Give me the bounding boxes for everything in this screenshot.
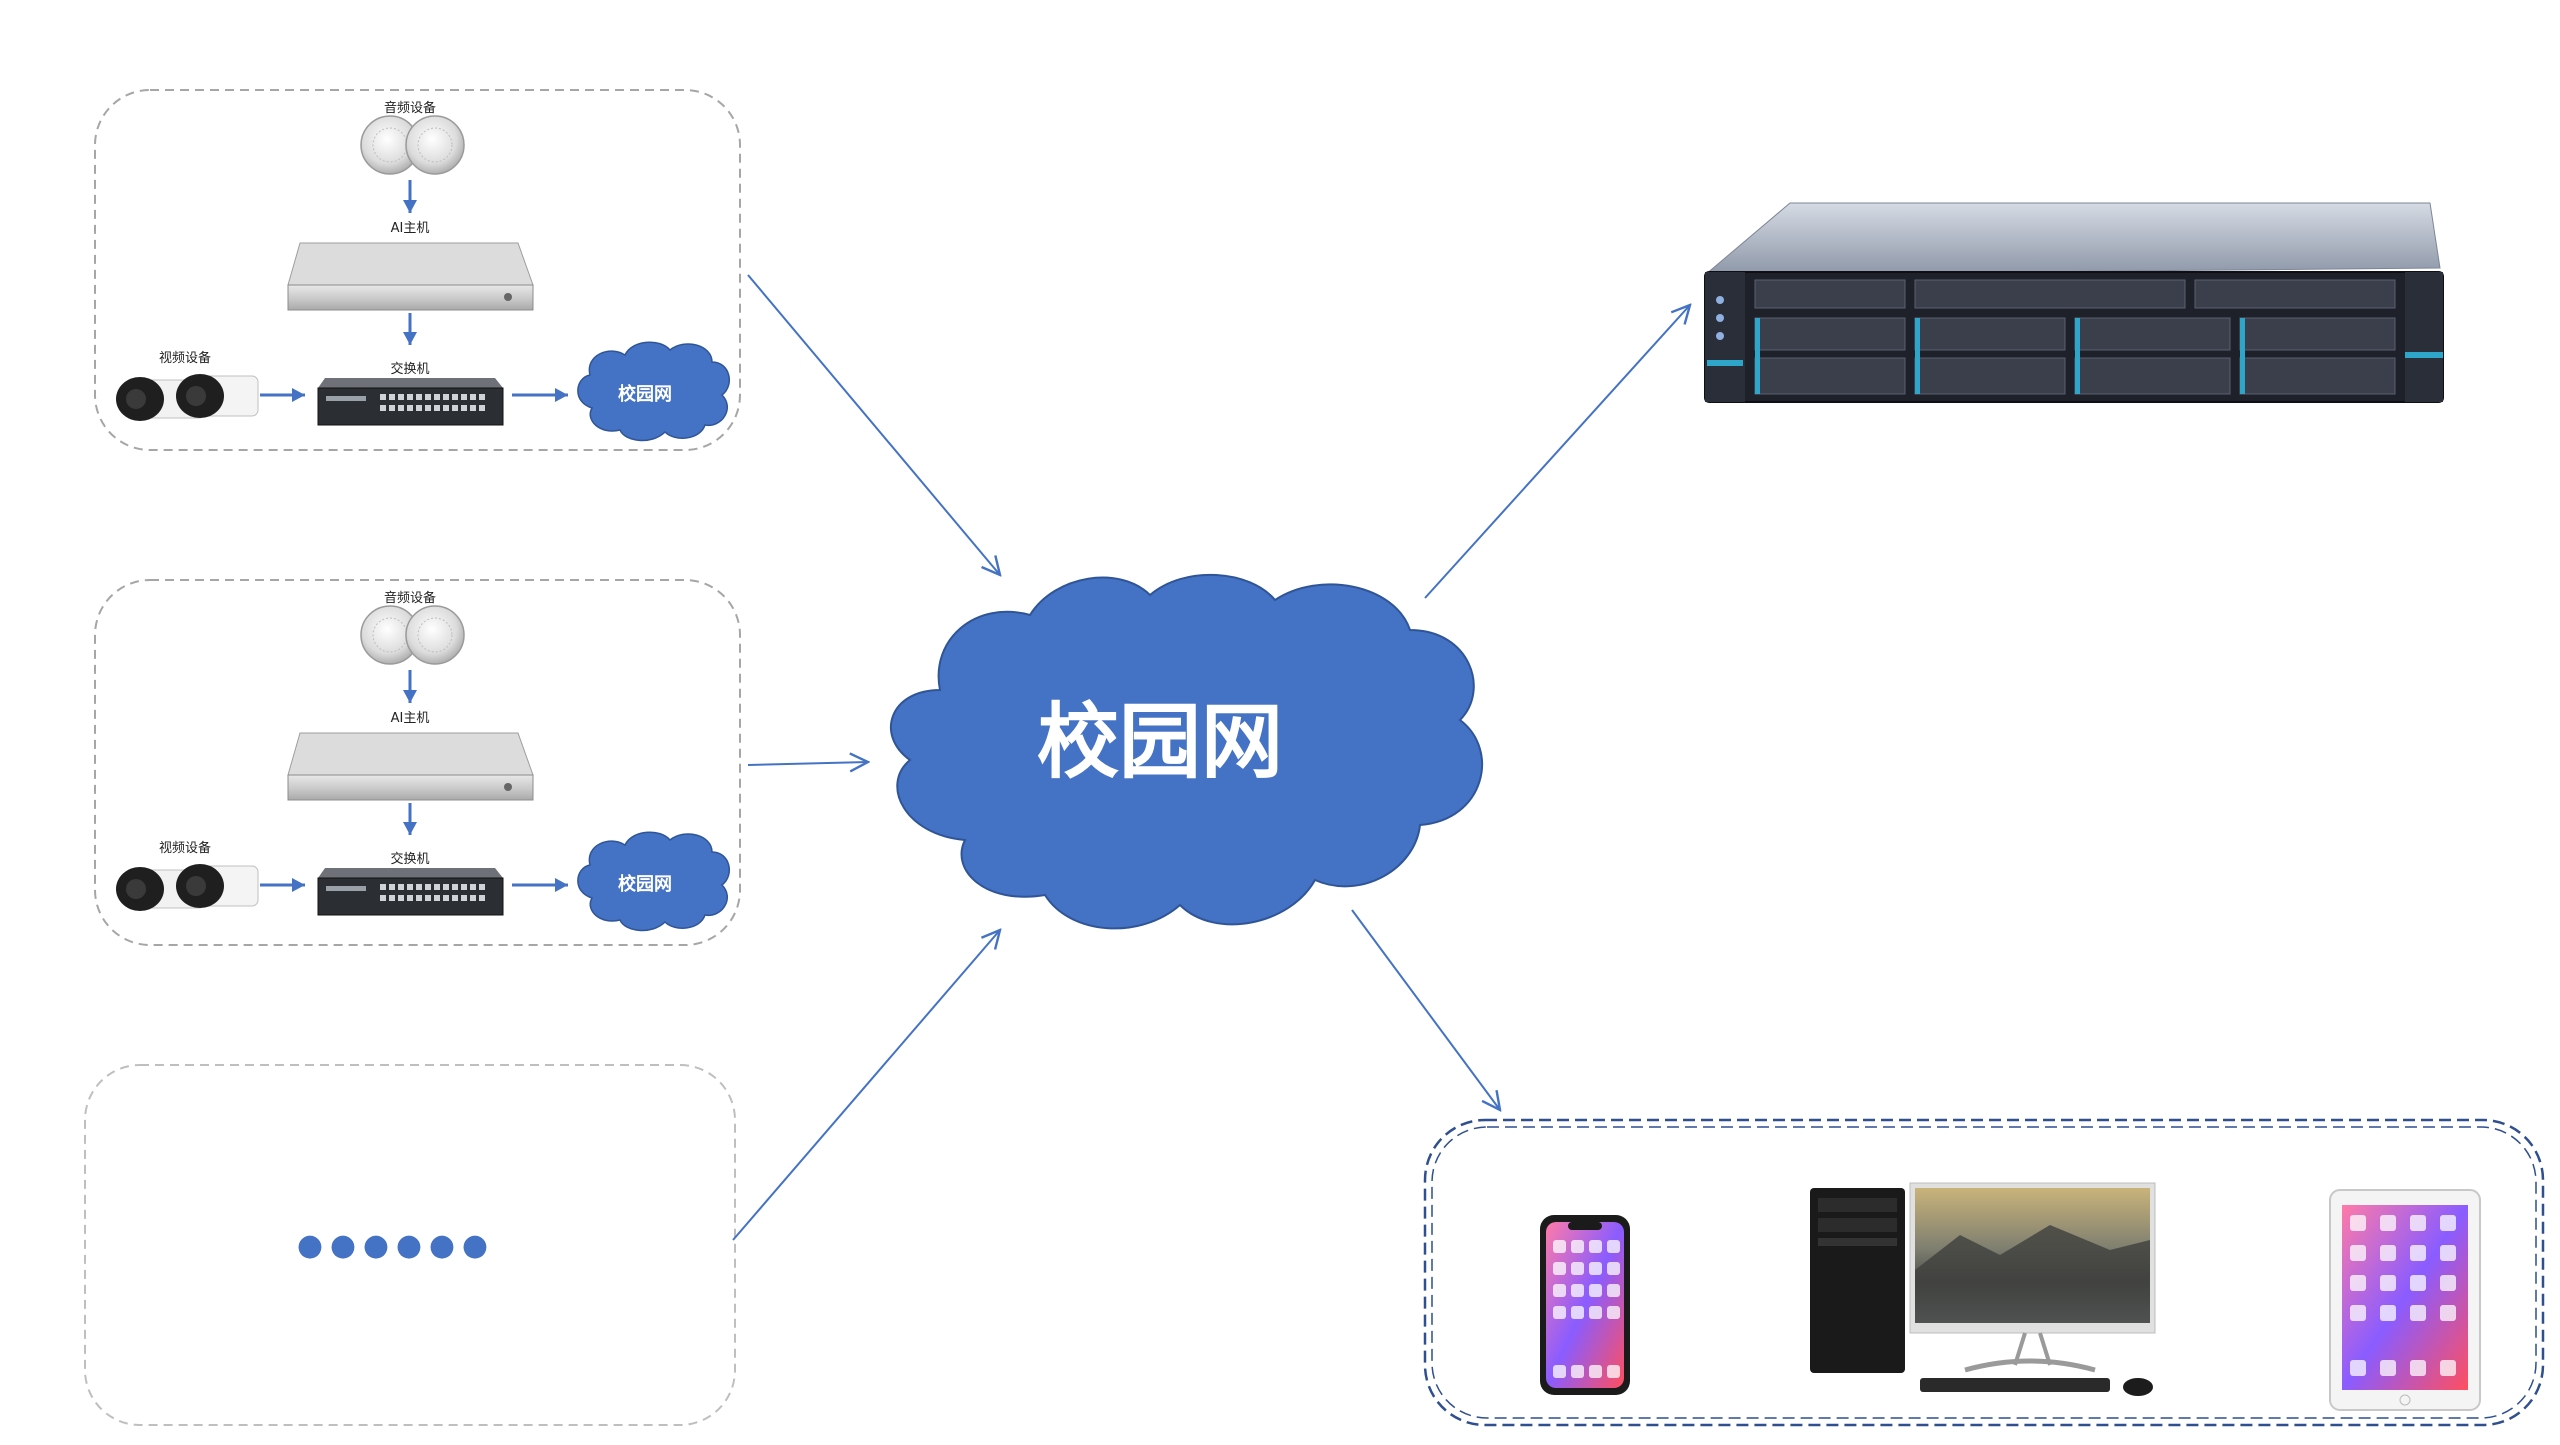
svg-text:●: ● <box>462 1228 488 1263</box>
small-cloud-label: 校园网 <box>618 873 672 895</box>
audio-device-label: 音频设备 <box>384 590 436 606</box>
svg-text:●: ● <box>363 1228 389 1263</box>
video-device-label: 视频设备 <box>159 350 211 366</box>
ai-host-label: AI主机 <box>391 711 430 726</box>
more-clusters-panel <box>84 1064 736 1426</box>
svg-text:●: ● <box>396 1228 422 1263</box>
tablet-icon <box>2329 1189 2481 1411</box>
svg-text:●: ● <box>297 1228 323 1263</box>
arrow-cloud-to-clients <box>1351 909 1500 1110</box>
video-device-label: 视频设备 <box>159 840 211 856</box>
rack-server-icon <box>1703 202 2444 403</box>
cluster-panel-1 <box>94 89 741 451</box>
arrow-cluster2-to-cloud <box>747 762 868 765</box>
switch-label: 交换机 <box>390 851 429 867</box>
switch-label: 交换机 <box>390 361 429 377</box>
smartphone-icon <box>1540 1215 1630 1395</box>
campus-network-label: 校园网 <box>1037 695 1283 790</box>
campus-network-cloud <box>890 573 1484 930</box>
svg-text:●: ● <box>429 1228 455 1263</box>
ellipsis-dots: ● ● ● ● ● ● <box>297 1228 488 1263</box>
desktop-computer-icon <box>1810 1182 2156 1396</box>
audio-device-label: 音频设备 <box>384 100 436 116</box>
arrow-cloud-to-server <box>1424 305 1690 599</box>
arrow-cluster1-to-cloud <box>747 274 1000 575</box>
arrow-more-to-cloud <box>732 930 1000 1241</box>
svg-text:●: ● <box>330 1228 356 1263</box>
cluster-panel-2 <box>94 579 741 946</box>
small-cloud-label: 校园网 <box>618 383 672 405</box>
ai-host-label: AI主机 <box>391 221 430 236</box>
